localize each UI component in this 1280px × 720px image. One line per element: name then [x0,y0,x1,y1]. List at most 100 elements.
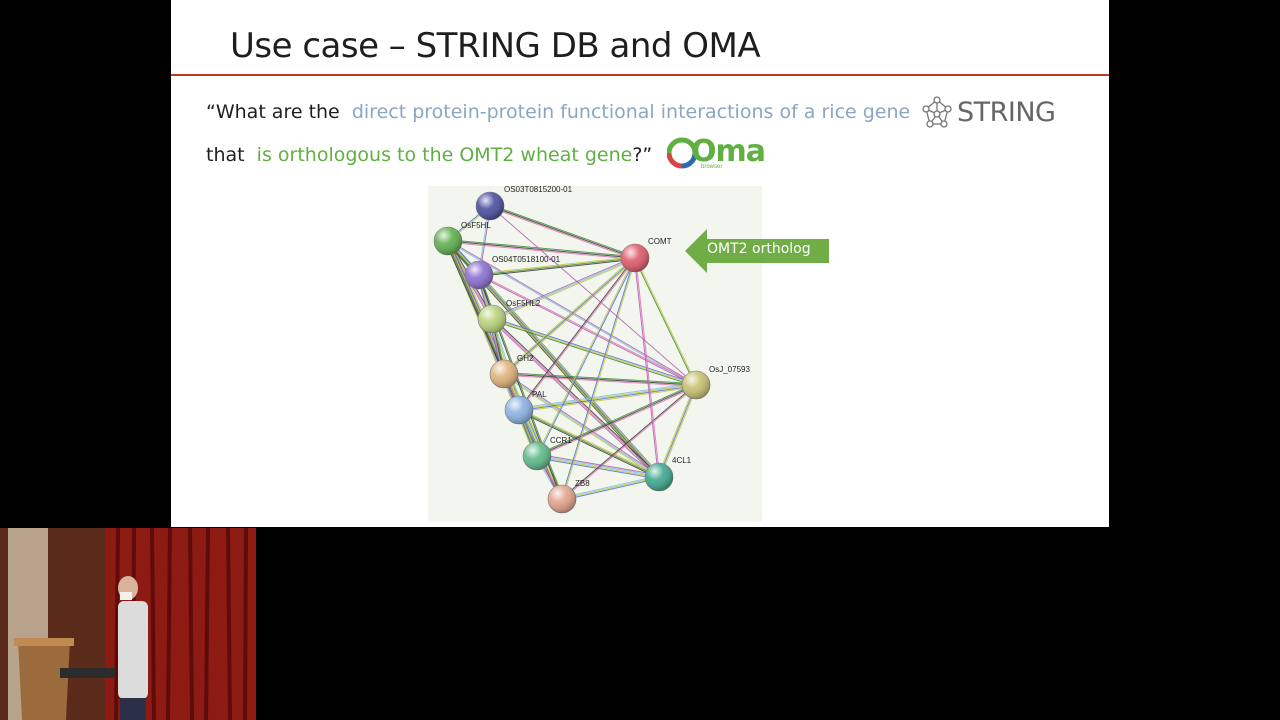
network-edge [635,257,698,385]
slide-title: Use case – STRING DB and OMA [230,26,761,66]
network-edge [448,239,636,258]
network-node-label: OsF5HL [461,221,491,230]
network-edge [518,382,696,409]
network-node[interactable] [681,370,711,400]
network-node[interactable] [547,484,577,514]
string-logo: STRING [920,96,1056,130]
network-node[interactable] [489,359,519,389]
network-edge [489,205,636,259]
network-node-gloss [548,485,576,513]
network-node-label: 4CL1 [672,456,692,465]
network-edge [560,257,635,499]
network-edge [448,240,697,385]
network-edge [537,453,660,476]
oma-ring-icon [667,137,697,169]
network-edge [479,273,697,385]
title-divider [171,74,1109,76]
network-node[interactable] [475,191,505,221]
network-edge [492,318,539,456]
network-node-label: OsF5HL2 [506,299,541,308]
network-node[interactable] [644,462,674,492]
network-edge [562,258,637,500]
network-edge [537,385,697,458]
network-edge [503,374,696,387]
network-node-gloss [434,227,462,255]
network-edge [518,257,635,410]
network-edge [489,206,635,260]
question-prefix-2: that [206,144,251,166]
network-edge [562,385,697,500]
network-node[interactable] [477,304,507,334]
oma-logo: Oma browser [667,134,766,175]
network-edge [537,258,637,457]
string-logo-text: STRING [957,97,1056,128]
network-edge [659,385,698,478]
callout-label: OMT2 ortholog [707,241,811,257]
network-node-gloss [505,396,533,424]
network-edge [447,240,636,259]
network-node-label: OS04T0518100-01 [492,255,561,264]
question-line-1: “What are the direct protein-protein fun… [206,101,910,123]
question-suffix: ?” [632,144,653,166]
network-edge [537,454,660,477]
oma-logo-text: Oma [691,134,766,169]
network-node-gloss [645,463,673,491]
network-edge [490,319,659,479]
network-edge [562,477,660,501]
network-edge [535,257,635,456]
network-edge [536,383,696,456]
network-edge [504,258,637,376]
network-edge [504,372,697,385]
network-node[interactable] [522,441,552,471]
network-edge [478,257,636,276]
network-edge [635,257,661,477]
network-edge [503,374,659,479]
left-arrow-shape [685,229,829,273]
question-highlight-2: is orthologous to the OMT2 wheat gene [256,144,633,166]
network-edge [519,385,697,412]
network-node-label: ZB8 [575,479,590,488]
question-line-2: that is orthologous to the OMT2 wheat ge… [206,144,652,166]
network-edge [491,318,697,386]
network-edge [479,258,636,277]
question-highlight-1: direct protein-protein functional intera… [351,101,911,123]
network-edge [536,384,697,457]
network-edge [519,258,636,411]
network-edge [490,204,636,258]
network-node-gloss [490,360,518,388]
network-edge [478,256,635,275]
network-node[interactable] [504,395,534,425]
network-node[interactable] [620,243,650,273]
network-node[interactable] [433,226,463,256]
network-edge [518,383,696,410]
network-node-label: OS03T0815200-01 [504,186,573,194]
network-edge [633,258,659,478]
speaker-video-image [0,528,256,720]
network-edge [504,372,660,477]
network-edge [492,258,636,321]
network-edge [561,475,659,499]
network-edge [491,256,635,319]
network-node[interactable] [464,260,494,290]
network-edge [503,373,697,386]
network-edge [658,384,697,478]
network-edge [503,257,636,375]
network-edge [519,386,697,413]
network-edge [491,257,636,320]
network-node-gloss [478,305,506,333]
network-edge [492,317,661,477]
network-node-gloss [465,261,493,289]
network-edge [503,373,660,478]
network-edge [518,409,660,478]
network-node-gloss [476,192,504,220]
network-edge [491,318,660,478]
network-node-gloss [621,244,649,272]
network-edge [561,384,696,499]
network-node-label: OsJ_07593 [709,365,750,374]
question-prefix-1: “What are the [206,101,346,123]
string-network-icon [922,96,952,128]
speaker-video-feed [0,528,256,720]
network-edge [489,205,697,386]
